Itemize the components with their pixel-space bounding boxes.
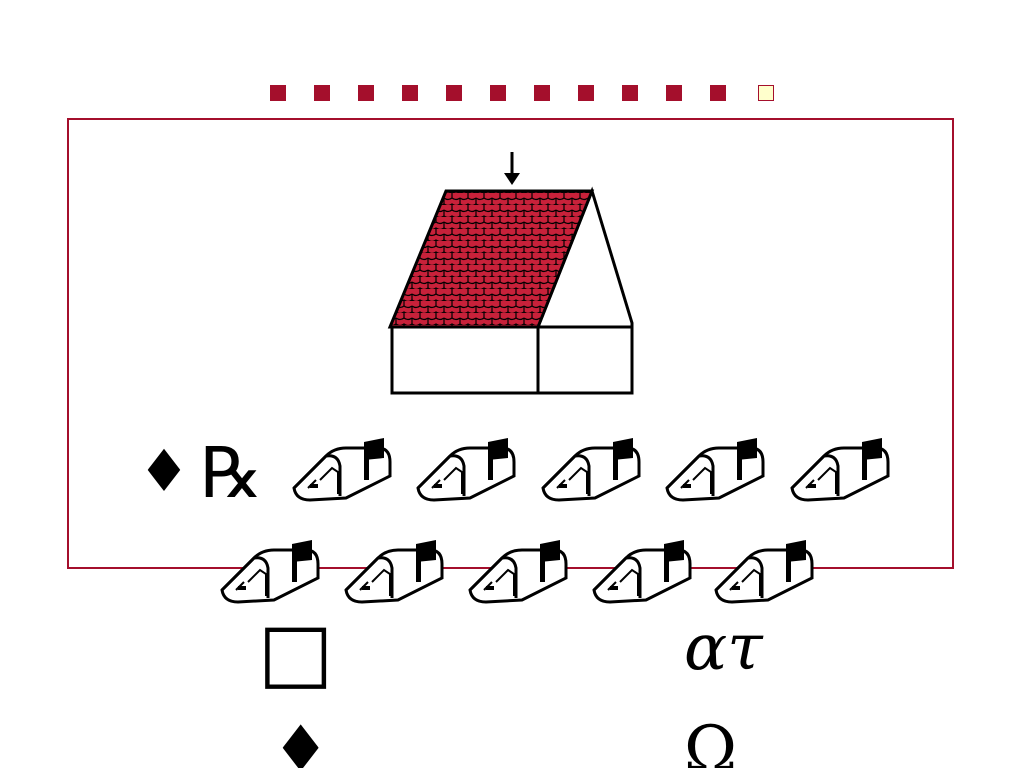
mailbox-icon <box>462 538 574 610</box>
mailbox-icon <box>659 436 771 508</box>
diamond-icon: ♦ <box>138 437 190 505</box>
square-icon: □ <box>258 605 334 698</box>
progress-dot <box>446 85 462 101</box>
mailbox-icon <box>410 436 522 508</box>
diamond-icon: ♦ <box>272 713 330 768</box>
progress-dot <box>578 85 594 101</box>
progress-dot <box>270 85 286 101</box>
progress-dot-current <box>758 85 774 101</box>
script-symbol: ɑτ <box>684 611 763 685</box>
progress-dots <box>270 85 782 105</box>
mailbox-icon <box>708 538 820 610</box>
house-icon <box>387 152 634 395</box>
mailbox-icon <box>338 538 450 610</box>
progress-dot <box>490 85 506 101</box>
progress-dot <box>314 85 330 101</box>
mailbox-icon <box>286 436 398 508</box>
progress-dot <box>402 85 418 101</box>
omega-symbol: Ω <box>684 713 738 768</box>
progress-dot <box>358 85 374 101</box>
mailbox-icon <box>535 436 647 508</box>
progress-dot <box>534 85 550 101</box>
letter-symbol: ℞ <box>200 432 263 514</box>
mailbox-icon <box>784 436 896 508</box>
progress-dot <box>666 85 682 101</box>
mailbox-icon <box>586 538 698 610</box>
mailbox-icon <box>214 538 326 610</box>
progress-dot <box>622 85 638 101</box>
progress-dot <box>710 85 726 101</box>
